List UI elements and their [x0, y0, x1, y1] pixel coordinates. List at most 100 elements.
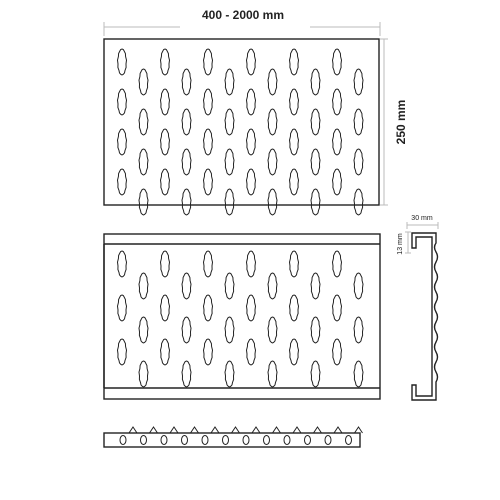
profile-height-label: 13 mm [397, 233, 404, 255]
perforation-hole [310, 68, 321, 96]
edge-tooth [354, 426, 363, 434]
perforation-hole [267, 108, 278, 136]
perforation-hole [353, 188, 364, 216]
perforation-hole [159, 128, 171, 156]
perforation-hole [138, 108, 149, 136]
perforation-hole [331, 338, 343, 366]
edge-tooth [251, 426, 261, 434]
perforation-hole [138, 360, 149, 388]
edge-hole [201, 435, 209, 445]
perforation-hole [138, 68, 149, 96]
perforation-hole [331, 128, 343, 156]
perforation-hole [310, 360, 321, 388]
top-plate-outline [103, 38, 380, 206]
edge-hole [140, 435, 147, 445]
perforation-hole [138, 272, 149, 300]
perforation-hole [202, 48, 214, 76]
perforation-hole [181, 108, 192, 136]
perforation-hole [353, 148, 364, 176]
perforation-hole [288, 88, 300, 116]
perforation-hole [267, 148, 278, 176]
perforation-hole [116, 250, 128, 278]
edge-tooth [292, 426, 302, 434]
perforation-hole [224, 272, 235, 300]
perforation-hole [159, 250, 171, 278]
perforation-hole [224, 360, 235, 388]
perforation-hole [245, 168, 257, 196]
top-plate-holes [116, 48, 364, 216]
top-plate-view [103, 38, 380, 216]
height-dimension: 250 mm [380, 38, 408, 206]
perforation-hole [181, 272, 192, 300]
edge-hole [263, 435, 270, 445]
width-label: 400 - 2000 mm [202, 8, 284, 22]
edge-hole [242, 435, 250, 445]
edge-hole [324, 435, 332, 445]
perforation-hole [245, 294, 257, 322]
perforation-hole [159, 48, 171, 76]
edge-hole [181, 435, 188, 445]
perforation-hole [116, 128, 128, 156]
perforation-hole [288, 48, 300, 76]
perforation-hole [181, 148, 192, 176]
front-plate-view [103, 233, 381, 400]
perforation-hole [202, 250, 214, 278]
height-label: 250 mm [394, 100, 408, 145]
perforation-hole [224, 68, 235, 96]
perforation-hole [159, 168, 171, 196]
edge-hole [119, 435, 127, 445]
perforation-hole [310, 108, 321, 136]
perforation-hole [202, 88, 214, 116]
perforation-hole [116, 168, 128, 196]
front-plate-holes [116, 250, 364, 388]
perforation-hole [202, 294, 214, 322]
perforation-hole [202, 168, 214, 196]
edge-tooth [231, 426, 240, 434]
perforation-hole [353, 68, 364, 96]
edge-tooth [149, 426, 158, 434]
perforation-hole [331, 88, 343, 116]
perforation-hole [224, 316, 235, 344]
profile-width-label: 30 mm [411, 215, 433, 222]
edge-tooth [313, 426, 322, 434]
perforation-hole [245, 48, 257, 76]
perforation-hole [116, 294, 128, 322]
perforation-hole [245, 128, 257, 156]
edge-hole [160, 435, 168, 445]
width-label-background [180, 18, 310, 36]
perforation-hole [181, 316, 192, 344]
edge-tooth [169, 426, 179, 434]
perforation-hole [331, 168, 343, 196]
edge-tooth [272, 426, 281, 434]
perforation-hole [245, 250, 257, 278]
perforation-hole [267, 188, 278, 216]
edge-view-outline [103, 432, 361, 448]
perforation-hole [138, 188, 149, 216]
perforation-hole [310, 316, 321, 344]
edge-hole [304, 435, 311, 445]
perforation-hole [331, 250, 343, 278]
width-dimension: 400 - 2000 mm [103, 8, 381, 36]
perforation-hole [202, 338, 214, 366]
perforation-hole [138, 148, 149, 176]
perforation-hole [331, 294, 343, 322]
edge-tooth [190, 426, 199, 434]
perforation-hole [310, 188, 321, 216]
edge-view [103, 426, 363, 448]
perforation-hole [267, 272, 278, 300]
profile-section: 30 mm 13 mm [397, 215, 439, 401]
perforation-hole [116, 88, 128, 116]
perforation-hole [288, 294, 300, 322]
perforation-hole [353, 360, 364, 388]
perforation-hole [288, 128, 300, 156]
perforation-hole [310, 272, 321, 300]
perforation-hole [224, 148, 235, 176]
perforation-hole [138, 316, 149, 344]
perforation-hole [116, 48, 128, 76]
perforation-hole [331, 48, 343, 76]
perforation-hole [267, 316, 278, 344]
edge-hole [345, 435, 352, 445]
profile-shape [411, 232, 439, 401]
perforation-hole [288, 338, 300, 366]
